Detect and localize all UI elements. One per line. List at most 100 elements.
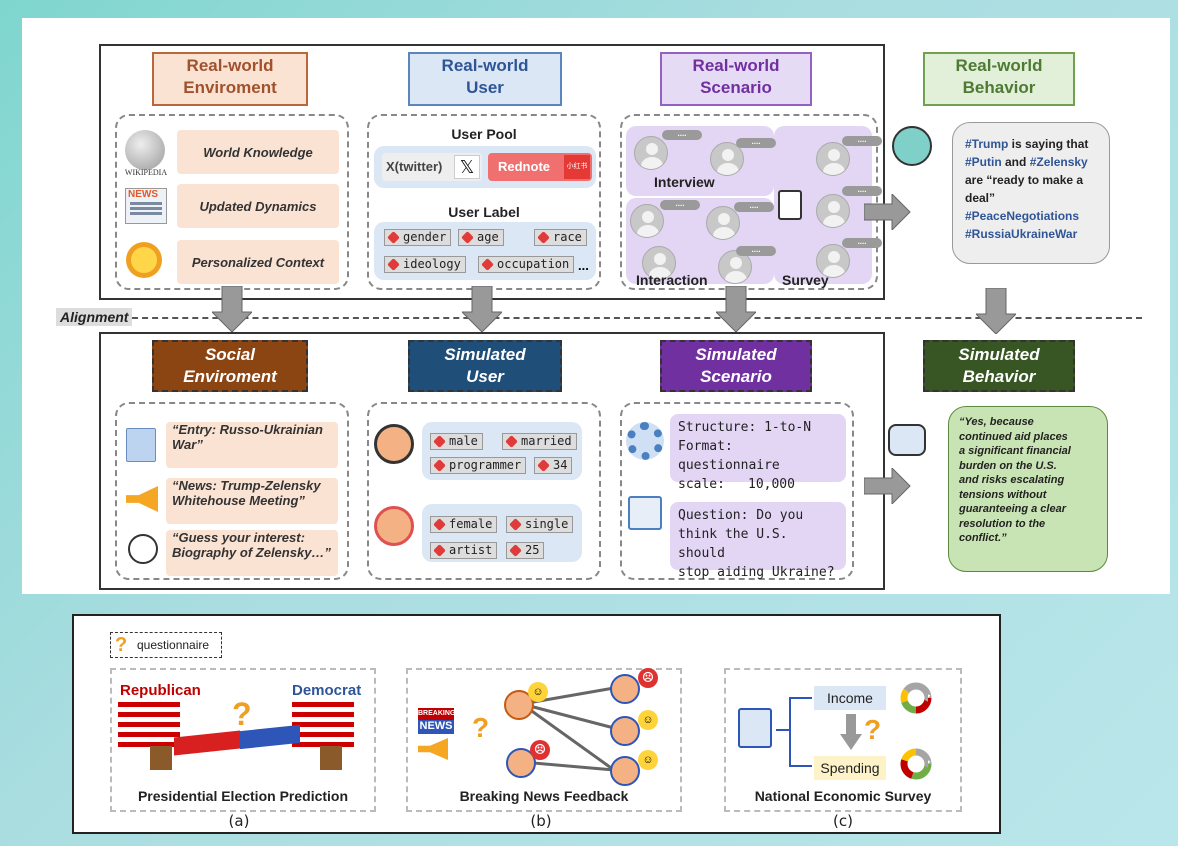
news-icon: NEWS — [125, 188, 167, 224]
democrat-label: Democrat — [292, 682, 362, 699]
arrow-right-icon — [864, 468, 911, 504]
env-item-world-knowledge: World Knowledge — [177, 130, 339, 174]
income-donut-icon — [900, 682, 932, 714]
header-line: Scenario — [700, 367, 772, 386]
us-flag-icon — [292, 702, 354, 750]
happy-emoji-icon: ☺ — [528, 682, 548, 702]
speech-dots: .... — [842, 186, 882, 196]
user-label-tag: age — [458, 229, 504, 246]
user-avatar-icon — [892, 126, 932, 166]
female-avatar-icon — [374, 506, 414, 546]
speech-dots: .... — [842, 136, 882, 146]
arrow-down-icon — [840, 714, 862, 750]
happy-emoji-icon: ☺ — [638, 710, 658, 730]
header-line: Real-world — [955, 56, 1043, 75]
person-avatar — [610, 756, 640, 786]
wikipedia-label: WIKIPEDIA — [124, 168, 168, 177]
person-icon — [642, 246, 676, 280]
platform-x-label: X(twitter) — [386, 159, 443, 174]
candidate-right-podium — [320, 746, 342, 770]
scenario-question-card: Question: Do you think the U.S. should s… — [670, 502, 846, 580]
arrow-down-icon — [212, 286, 252, 332]
platform-rednote-label: Rednote — [498, 159, 550, 174]
breaking-news-icon: BREAKING NEWS — [418, 708, 456, 734]
award-icon — [126, 242, 162, 278]
header-line: User — [466, 78, 504, 97]
person-icon — [634, 136, 668, 170]
sub-label-c: (c) — [833, 812, 853, 830]
republican-label: Republican — [120, 682, 201, 699]
header-line: Scenario — [700, 78, 772, 97]
speech-dots: .... — [734, 202, 774, 212]
simulated-behavior-response: “Yes, because continued aid places a sig… — [948, 406, 1108, 572]
header-line: Social — [204, 345, 256, 364]
user-label-title: User Label — [448, 204, 520, 220]
header-line: User — [466, 367, 504, 386]
document-search-icon — [126, 428, 156, 462]
arrow-right-icon — [864, 194, 911, 230]
angry-emoji-icon: ☹ — [638, 668, 658, 688]
questionnaire-legend: ? questionnaire — [110, 632, 222, 658]
user-label-tag: occupation — [478, 256, 575, 273]
sub-label-a: (a) — [228, 812, 250, 830]
alignment-line — [122, 317, 1142, 319]
user-label-tag: race — [534, 229, 587, 246]
sub-label-b: (b) — [530, 812, 552, 830]
header-line: Real-world — [441, 56, 529, 75]
person-icon — [816, 142, 850, 176]
wikipedia-icon — [125, 130, 165, 170]
user-label-tag: gender — [384, 229, 452, 246]
sim-user-tag: programmer — [430, 457, 527, 474]
header-line: Enviroment — [183, 367, 277, 386]
scenario-label-interaction: Interaction — [636, 272, 708, 288]
spending-donut-icon — [900, 748, 932, 780]
header-line: Behavior — [962, 367, 1036, 386]
user-pool-title: User Pool — [451, 126, 517, 142]
spending-box: Spending — [814, 756, 886, 780]
person-avatar — [610, 716, 640, 746]
speech-dots: .... — [662, 130, 702, 140]
survey-branch-lines — [776, 697, 812, 767]
happy-emoji-icon: ☺ — [638, 750, 658, 770]
us-flag-icon — [118, 702, 180, 750]
sim-user-tag: 25 — [506, 542, 545, 559]
sim-user-tag: female — [430, 516, 498, 533]
user-label-tag: ideology — [384, 256, 466, 273]
person-icon — [816, 194, 850, 228]
sim-user-tag: single — [506, 516, 574, 533]
header-line: Simulated — [695, 345, 777, 364]
speech-dots: .... — [660, 200, 700, 210]
candidate-left-podium — [150, 746, 172, 770]
speech-dots: .... — [842, 238, 882, 248]
social-item-interest: “Guess your interest:Biography of Zelens… — [166, 530, 338, 576]
rednote-logo-icon: 小红书 — [564, 155, 590, 179]
real-behavior-post: #Trump is saying that #Putin and #Zelens… — [952, 122, 1110, 264]
sim-user-tag: married — [502, 433, 577, 450]
male-avatar-icon — [374, 424, 414, 464]
panel-a — [110, 668, 376, 812]
speech-dots: .... — [736, 138, 776, 148]
question-mark-icon: ? — [115, 634, 128, 656]
scenario-structure-card: Structure: 1-to-N Format:questionnaire s… — [670, 414, 846, 492]
survey-clipboard-icon — [738, 708, 772, 748]
env-item-personalized-context: Personalized Context — [177, 240, 339, 284]
sim-user-tag: male — [430, 433, 483, 450]
arrow-down-icon — [462, 286, 502, 332]
robot-icon — [888, 424, 926, 456]
panel-b — [406, 668, 682, 812]
sim-user-tag: artist — [430, 542, 498, 559]
angry-emoji-icon: ☹ — [530, 740, 550, 760]
speech-dots: .... — [736, 246, 776, 256]
scenario-label-interview: Interview — [654, 174, 715, 190]
gear-icon — [626, 422, 664, 460]
